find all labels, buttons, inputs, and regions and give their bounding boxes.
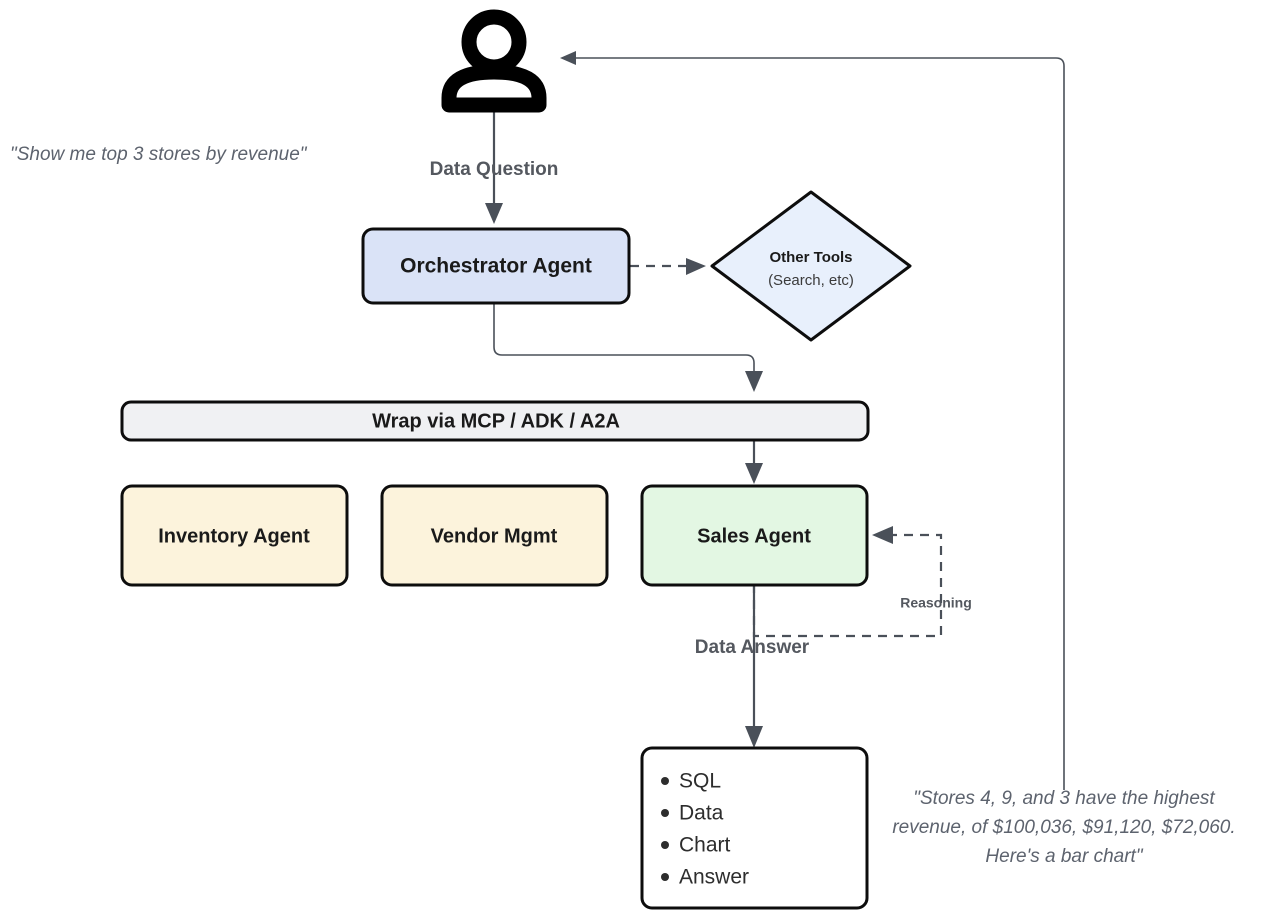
output-item-2: Chart (679, 834, 731, 857)
output-item-3: Answer (679, 866, 749, 889)
bullet-dot-icon (661, 777, 669, 785)
arrowhead-feedback (560, 51, 576, 65)
final-answer-line-3: Here's a bar chart" (985, 846, 1143, 867)
node-inventory-agent[interactable]: Inventory Agent (120, 484, 349, 587)
orchestrator-label: Orchestrator Agent (400, 255, 592, 278)
edge-data-answer (745, 584, 763, 748)
arrowhead-reasoning (872, 526, 893, 544)
edge-orchestrator-to-wrap (493, 302, 763, 392)
edge-data-question (485, 110, 503, 224)
final-answer-quote: "Stores 4, 9, and 3 have the highest rev… (892, 788, 1235, 867)
orchestrator-box[interactable] (361, 227, 631, 305)
other-tools-diamond[interactable] (710, 190, 912, 342)
inventory-agent-label: Inventory Agent (158, 525, 310, 547)
sales-agent-label: Sales Agent (697, 525, 811, 547)
vendor-mgmt-label: Vendor Mgmt (431, 525, 558, 547)
node-orchestrator-agent[interactable]: Orchestrator Agent (361, 227, 631, 305)
node-output-box[interactable]: SQL Data Chart Answer (640, 746, 869, 910)
wrap-bar-label: Wrap via MCP / ADK / A2A (372, 410, 620, 432)
user-question-quote: "Show me top 3 stores by revenue" (10, 144, 308, 165)
arrowhead-output (745, 726, 763, 748)
node-vendor-mgmt[interactable]: Vendor Mgmt (380, 484, 609, 587)
final-answer-line-1: "Stores 4, 9, and 3 have the highest (913, 788, 1215, 809)
output-box[interactable] (640, 746, 869, 910)
output-item-0: SQL (679, 770, 721, 793)
edge-label-data-question: Data Question (430, 159, 559, 180)
sales-agent-box[interactable] (640, 484, 869, 587)
inventory-agent-box[interactable] (120, 484, 349, 587)
other-tools-sublabel: (Search, etc) (768, 272, 854, 289)
output-bullet-list: SQL Data Chart Answer (661, 770, 749, 889)
arrowhead-tools (686, 258, 706, 275)
edge-label-data-answer: Data Answer (695, 637, 810, 658)
bullet-dot-icon (661, 809, 669, 817)
node-wrap-bar[interactable]: Wrap via MCP / ADK / A2A (120, 400, 870, 442)
arrowhead-sales (745, 463, 763, 484)
edge-feedback-to-user (560, 51, 1065, 790)
arrowhead-data-question (485, 203, 503, 224)
wrap-bar-box[interactable] (120, 400, 870, 442)
node-other-tools[interactable]: Other Tools (Search, etc) (710, 190, 912, 342)
edge-label-reasoning: Reasoning (900, 595, 972, 611)
other-tools-label: Other Tools (769, 249, 852, 266)
person-icon (441, 9, 547, 113)
output-item-1: Data (679, 802, 724, 825)
arrowhead-wrap (745, 371, 763, 392)
final-answer-line-2: revenue, of $100,036, $91,120, $72,060. (892, 817, 1235, 838)
node-sales-agent[interactable]: Sales Agent (640, 484, 869, 587)
edge-wrap-to-sales (745, 440, 763, 484)
bullet-dot-icon (661, 841, 669, 849)
edge-orchestrator-to-tools (630, 258, 706, 275)
vendor-mgmt-box[interactable] (380, 484, 609, 587)
bullet-dot-icon (661, 873, 669, 881)
